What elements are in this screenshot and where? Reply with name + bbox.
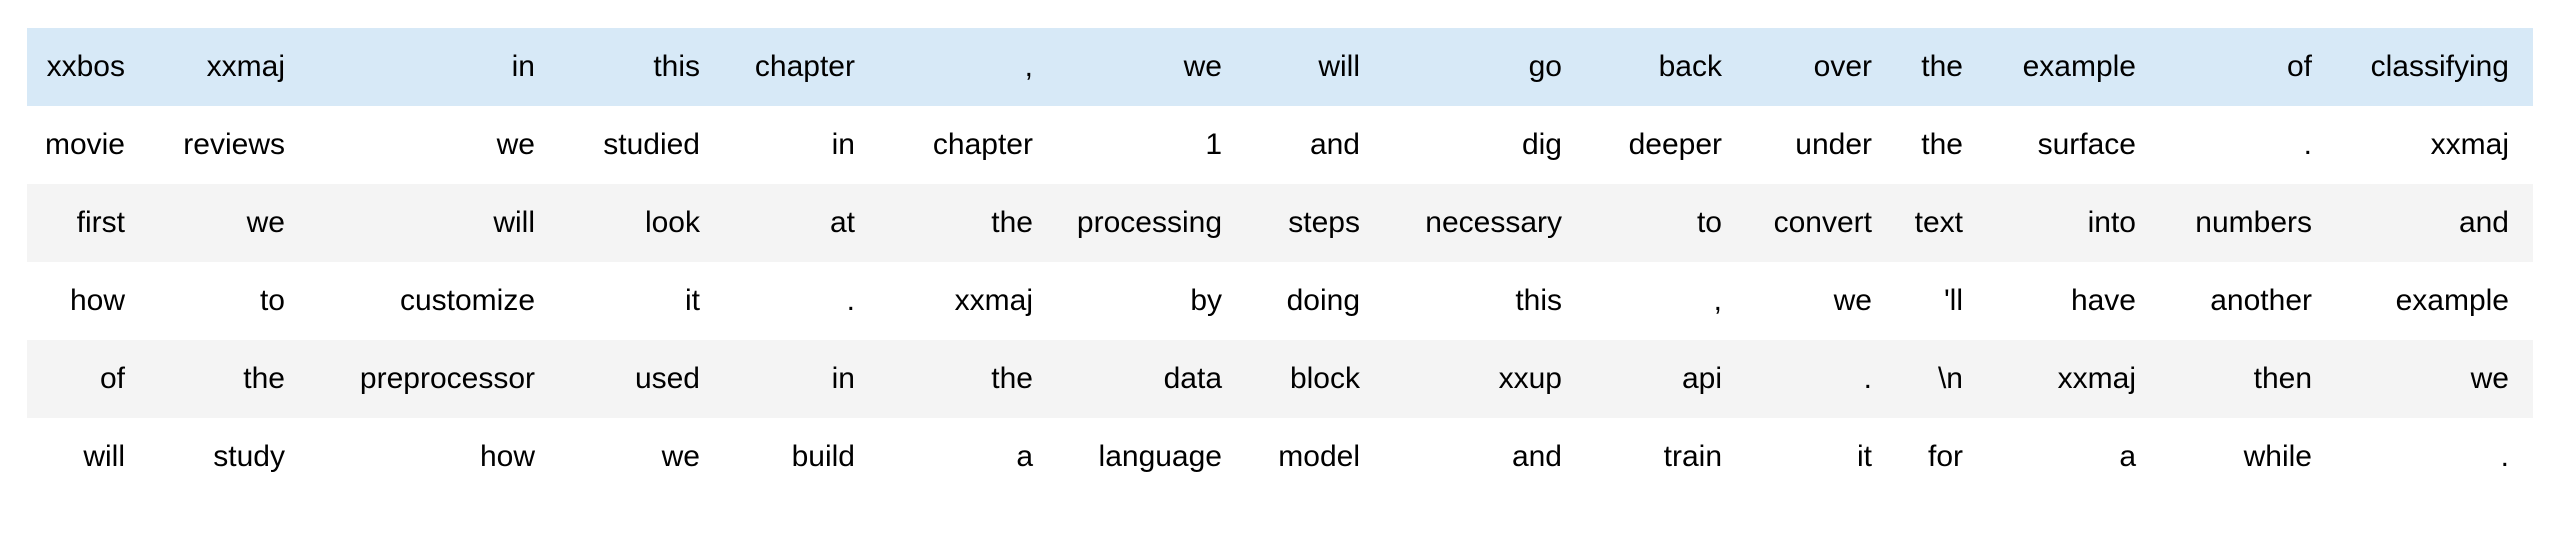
token-cell: another xyxy=(2210,284,2312,317)
token-cell: while xyxy=(2243,440,2312,473)
token-row: first we will look at the processing steps neces… xyxy=(27,184,2533,262)
token-cell: the xyxy=(243,362,285,395)
token-cell: by xyxy=(1190,284,1222,317)
token-cell: studied xyxy=(603,128,700,161)
token-cell: example xyxy=(2022,50,2136,83)
token-cell: , xyxy=(1713,284,1722,317)
token-cell: used xyxy=(634,362,700,395)
token-cell: language xyxy=(1098,440,1222,473)
token-cell: and xyxy=(2458,206,2509,239)
token-cell: dig xyxy=(1521,128,1562,161)
token-cell: will xyxy=(83,440,125,473)
token-table: xxbos xxmaj in this chapter, we will go back over… xyxy=(27,28,2533,496)
token-cell: numbers xyxy=(2195,206,2312,239)
token-cell: deeper xyxy=(1628,128,1722,161)
token-cell: will xyxy=(1318,50,1360,83)
token-cell: of xyxy=(99,362,125,395)
token-cell: xxmaj xyxy=(2057,362,2136,395)
token-cell: study xyxy=(213,440,285,473)
token-cell: this xyxy=(653,50,700,83)
token-cell: we xyxy=(2470,362,2509,395)
token-cell: the xyxy=(991,362,1033,395)
token-cell: into xyxy=(2087,206,2136,239)
token-cell: preprocessor xyxy=(359,362,535,395)
token-cell: movie xyxy=(44,128,125,161)
token-cell: back xyxy=(1658,50,1722,83)
token-cell: . xyxy=(1863,362,1872,395)
token-cell: data xyxy=(1163,362,1222,395)
token-cell: over xyxy=(1813,50,1872,83)
token-cell: first xyxy=(76,206,125,239)
token-cell: steps xyxy=(1288,206,1360,239)
token-cell: will xyxy=(493,206,535,239)
token-row: will study how we build a language model and trai… xyxy=(27,418,2533,496)
token-row: xxbos xxmaj in this chapter, we will go back over… xyxy=(27,28,2533,106)
token-cell: it xyxy=(685,284,700,317)
token-cell: the xyxy=(1921,50,1963,83)
token-cell: . xyxy=(2303,128,2312,161)
token-cell: in xyxy=(831,362,855,395)
token-cell: the xyxy=(1921,128,1963,161)
token-cell: reviews xyxy=(183,128,285,161)
token-cell: xxmaj xyxy=(954,284,1033,317)
token-cell: chapter xyxy=(754,50,855,83)
token-table-body: xxbos xxmaj in this chapter, we will go back over… xyxy=(27,28,2533,496)
token-cell: xxup xyxy=(1498,362,1562,395)
token-cell: it xyxy=(1857,440,1872,473)
token-row: how to customize it. xxmaj by doing this, we 'll h… xyxy=(27,262,2533,340)
token-cell: surface xyxy=(2037,128,2136,161)
token-cell: to xyxy=(259,284,285,317)
token-cell: processing xyxy=(1076,206,1222,239)
token-cell: under xyxy=(1795,128,1872,161)
token-cell: in xyxy=(831,128,855,161)
token-cell: in xyxy=(511,50,535,83)
token-cell: model xyxy=(1278,440,1360,473)
token-cell: example xyxy=(2395,284,2509,317)
token-cell: , xyxy=(1024,50,1033,83)
token-row: movie reviews we studied in chapter 1 and dig dee… xyxy=(27,106,2533,184)
token-cell: how xyxy=(479,440,535,473)
token-cell: look xyxy=(644,206,700,239)
token-cell: of xyxy=(2286,50,2312,83)
token-cell: and xyxy=(1511,440,1562,473)
token-cell: build xyxy=(791,440,855,473)
token-cell: block xyxy=(1289,362,1360,395)
token-cell: 1 xyxy=(1205,128,1222,161)
token-cell: chapter xyxy=(932,128,1033,161)
token-cell: 'll xyxy=(1943,284,1963,317)
token-cell: we xyxy=(661,440,700,473)
token-cell: customize xyxy=(399,284,535,317)
token-cell: go xyxy=(1528,50,1562,83)
token-cell: we xyxy=(496,128,535,161)
token-row: of the preprocessor used in the data block xxup a… xyxy=(27,340,2533,418)
notebook-output-cell: xxbos xxmaj in this chapter, we will go back over… xyxy=(0,28,2566,496)
token-cell: xxbos xyxy=(46,50,125,83)
token-cell: and xyxy=(1309,128,1360,161)
token-cell: for xyxy=(1927,440,1963,473)
token-cell: this xyxy=(1515,284,1562,317)
token-cell: how xyxy=(69,284,125,317)
token-cell: a xyxy=(2119,440,2136,473)
token-cell: classifying xyxy=(2370,50,2509,83)
token-cell: we xyxy=(246,206,285,239)
token-cell: . xyxy=(846,284,855,317)
token-cell: xxmaj xyxy=(2430,128,2509,161)
token-cell: we xyxy=(1183,50,1222,83)
token-cell: . xyxy=(2500,440,2509,473)
token-cell: api xyxy=(1681,362,1722,395)
token-cell: text xyxy=(1914,206,1963,239)
token-cell: convert xyxy=(1773,206,1872,239)
token-cell: the xyxy=(991,206,1033,239)
token-cell: at xyxy=(829,206,855,239)
token-cell: necessary xyxy=(1425,206,1562,239)
token-cell: train xyxy=(1663,440,1722,473)
token-cell: to xyxy=(1696,206,1722,239)
token-cell: we xyxy=(1833,284,1872,317)
token-cell: xxmaj xyxy=(206,50,285,83)
token-cell: a xyxy=(1016,440,1033,473)
token-cell: have xyxy=(2070,284,2136,317)
token-cell: then xyxy=(2253,362,2312,395)
token-cell: \n xyxy=(1937,362,1963,395)
token-cell: doing xyxy=(1286,284,1360,317)
